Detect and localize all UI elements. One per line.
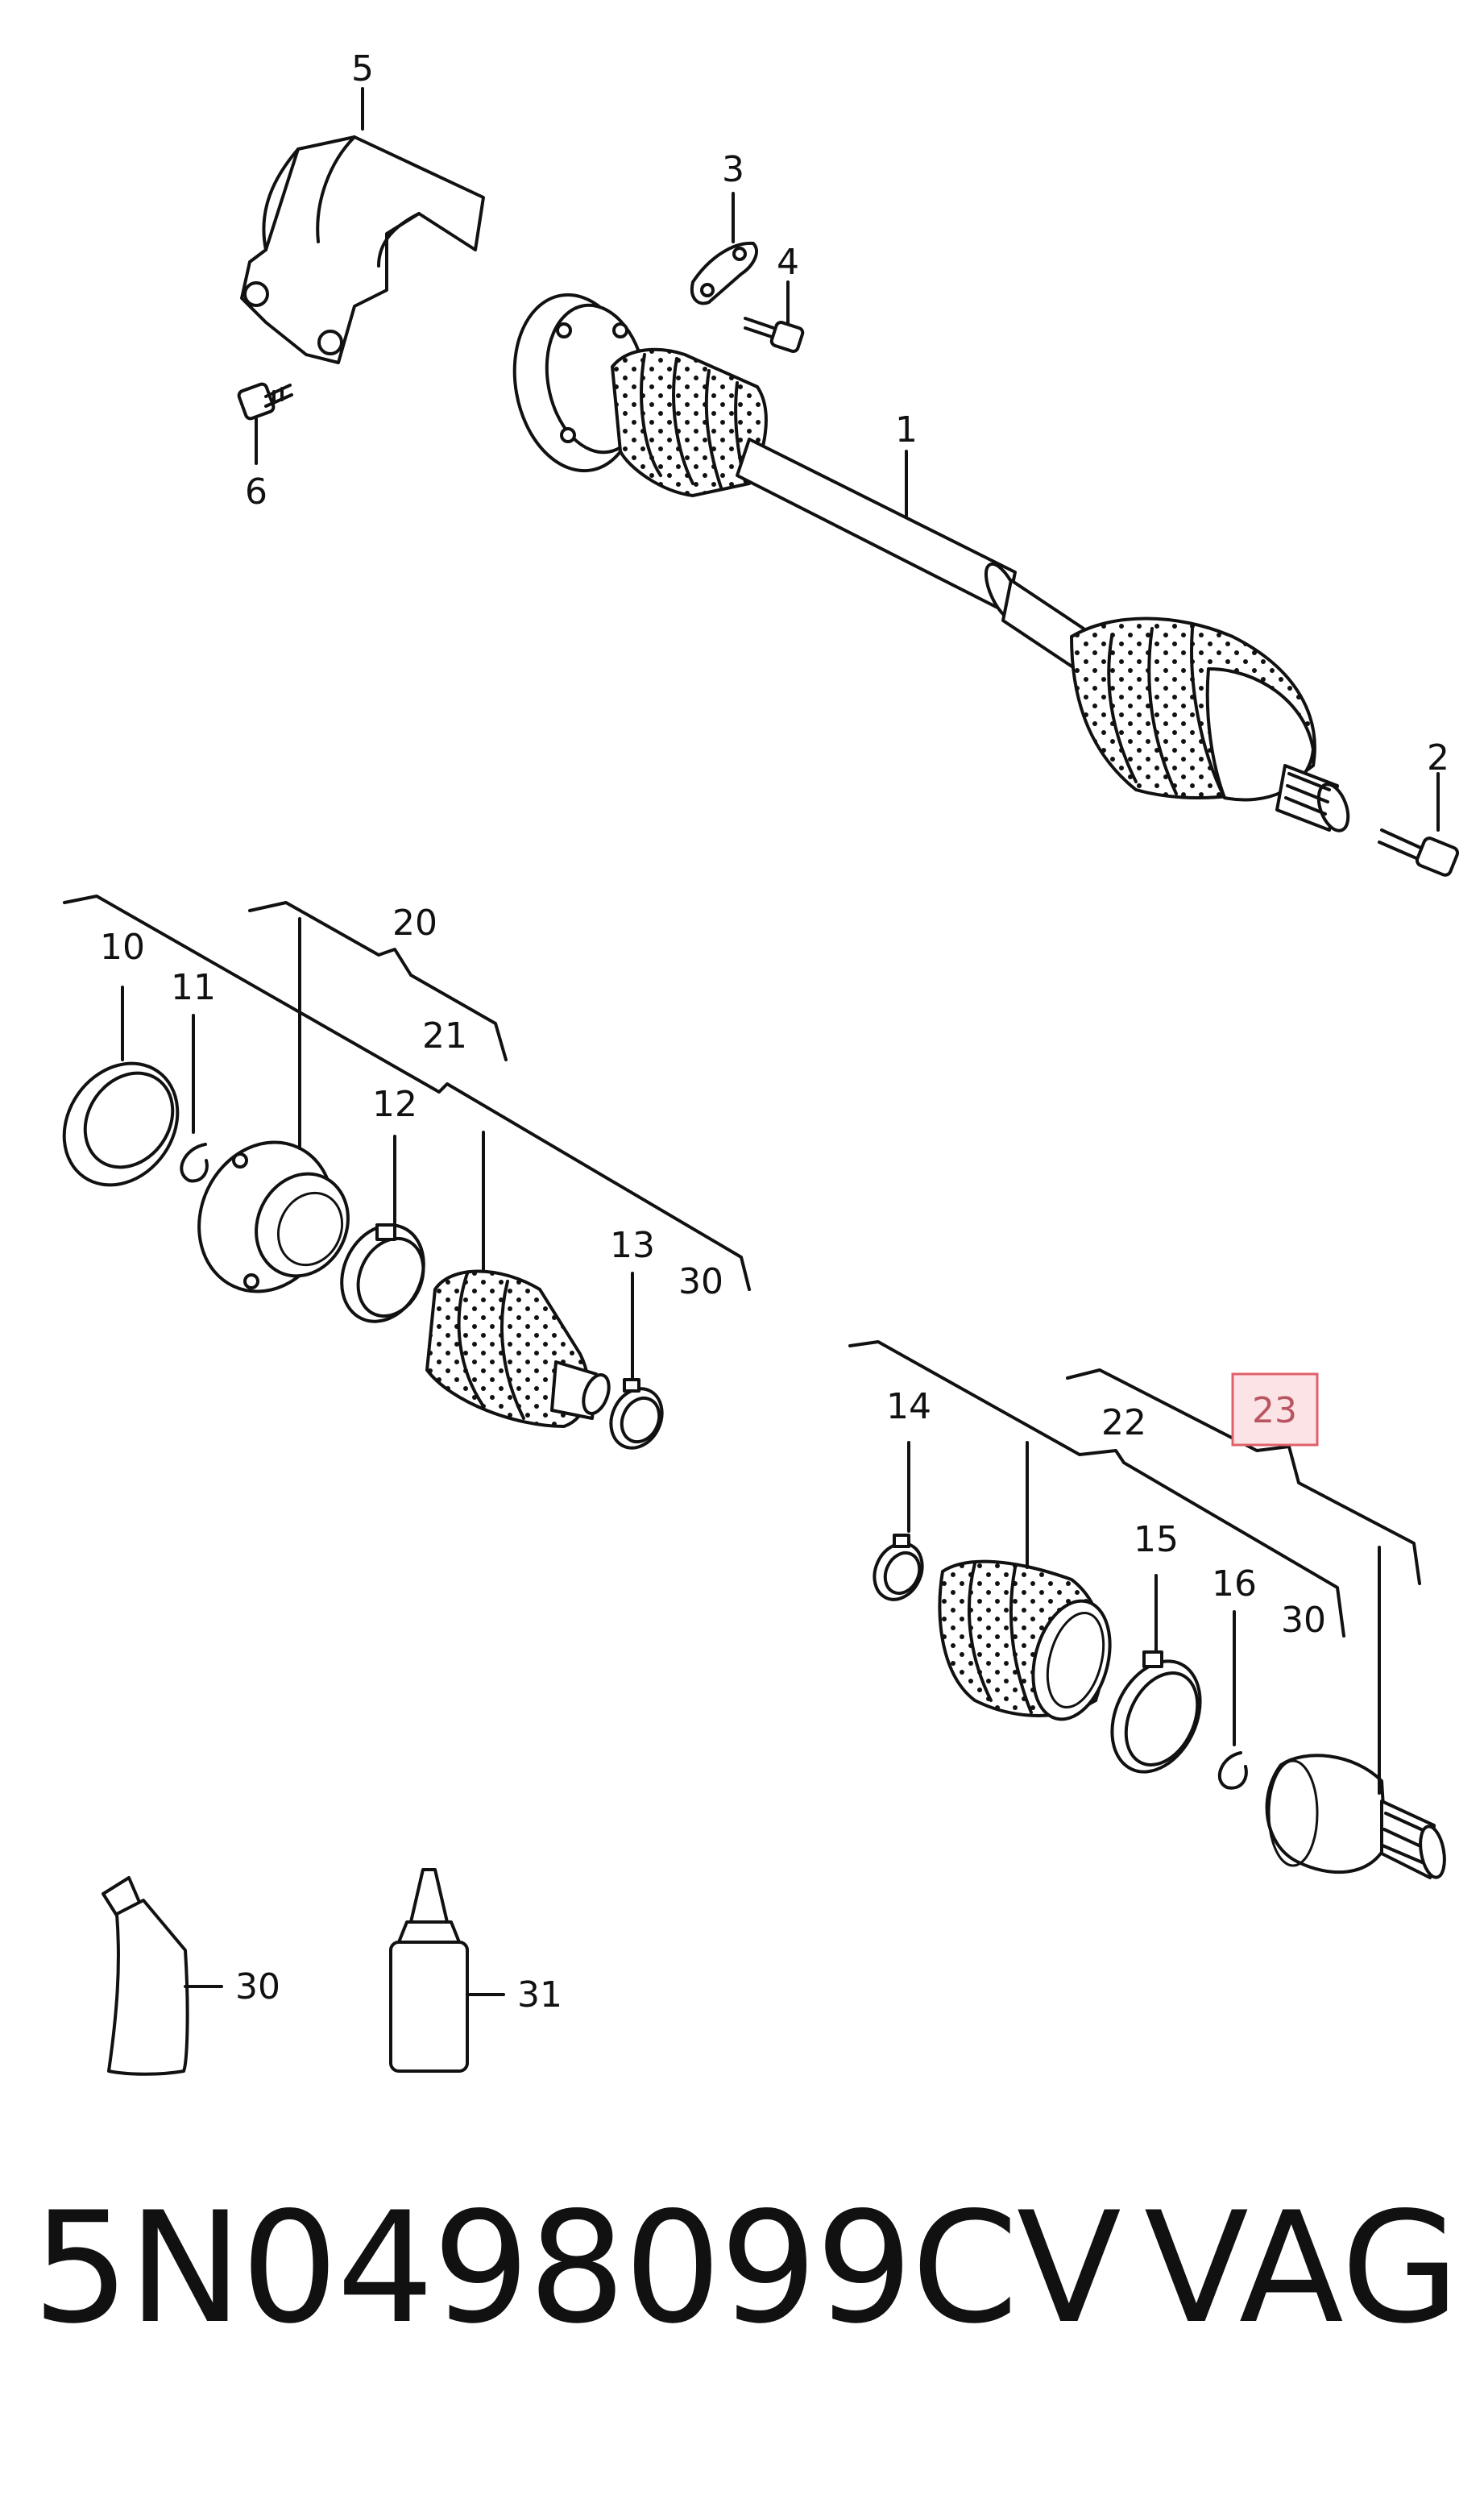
callout-23: 23 [1252,1390,1297,1431]
heat-shield-part-5 [240,87,485,364]
lock-plate-part-3 [690,192,758,305]
callout-20: 20 [392,903,437,944]
callout-12: 12 [372,1084,417,1125]
callout-10: 10 [100,927,145,968]
callout-21: 21 [422,1015,467,1057]
bolt-part-6 [237,382,293,465]
drive-shaft-part-1 [512,293,1350,832]
callout-31: 31 [517,1974,562,2016]
inner-joint-kit-group [62,895,751,1450]
sealant-bottle-part-31 [389,1868,505,2073]
callout-2: 2 [1427,737,1449,778]
callout-30-outer: 30 [1281,1600,1326,1641]
callout-labels: 5 3 4 6 1 2 10 11 20 21 12 13 30 14 22 2… [100,48,1449,2016]
callout-3: 3 [722,149,744,190]
callout-22: 22 [1101,1402,1146,1443]
callout-16: 16 [1212,1563,1257,1605]
callout-13: 13 [610,1225,655,1266]
callout-11: 11 [171,967,216,1008]
callout-6: 6 [245,471,267,513]
callout-1: 1 [895,409,918,450]
bolt-part-2 [1378,772,1460,877]
callout-14: 14 [886,1386,931,1427]
callout-23-highlight [1231,1372,1319,1447]
callout-15: 15 [1134,1519,1179,1560]
callout-4: 4 [777,242,799,283]
outer-joint-kit-group [848,1340,1446,1879]
callout-30-joint: 30 [678,1261,723,1302]
callout-30-grease: 30 [235,1966,280,2007]
grease-tube-part-30 [102,1876,223,2076]
callout-5: 5 [351,48,374,89]
manufacturer: VAG [1144,2179,1460,2357]
part-number: 5N0498099CV [32,2179,1121,2357]
bolt-part-4 [744,280,805,353]
